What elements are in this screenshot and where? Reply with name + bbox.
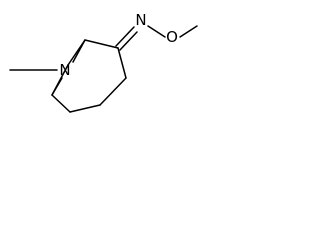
oxime-nitrogen-atom-label: N (135, 11, 146, 29)
bond-c2-c3 (117, 47, 127, 79)
bond-c3-c4 (99, 77, 127, 106)
oxygen-atom-label: O (166, 28, 178, 46)
bond-c1-c2 (84, 39, 119, 49)
bond-carbon-nitrogen-double-b (119, 31, 138, 51)
bond-c1-bridge-nitrogen (72, 39, 86, 63)
bond-bridge-nitrogen-c5 (51, 77, 63, 96)
bridge-nitrogen-atom-label: N (59, 61, 70, 79)
chemical-structure-diagram: O N N (9, 11, 198, 113)
bond-carbon-nitrogen-double-a (115, 26, 135, 47)
bond-c5-c6 (51, 94, 71, 113)
bond-oxygen-nitrogen (147, 25, 166, 38)
bond-methyl-oxygen (179, 25, 198, 38)
bond-c4-c5 (69, 104, 101, 113)
